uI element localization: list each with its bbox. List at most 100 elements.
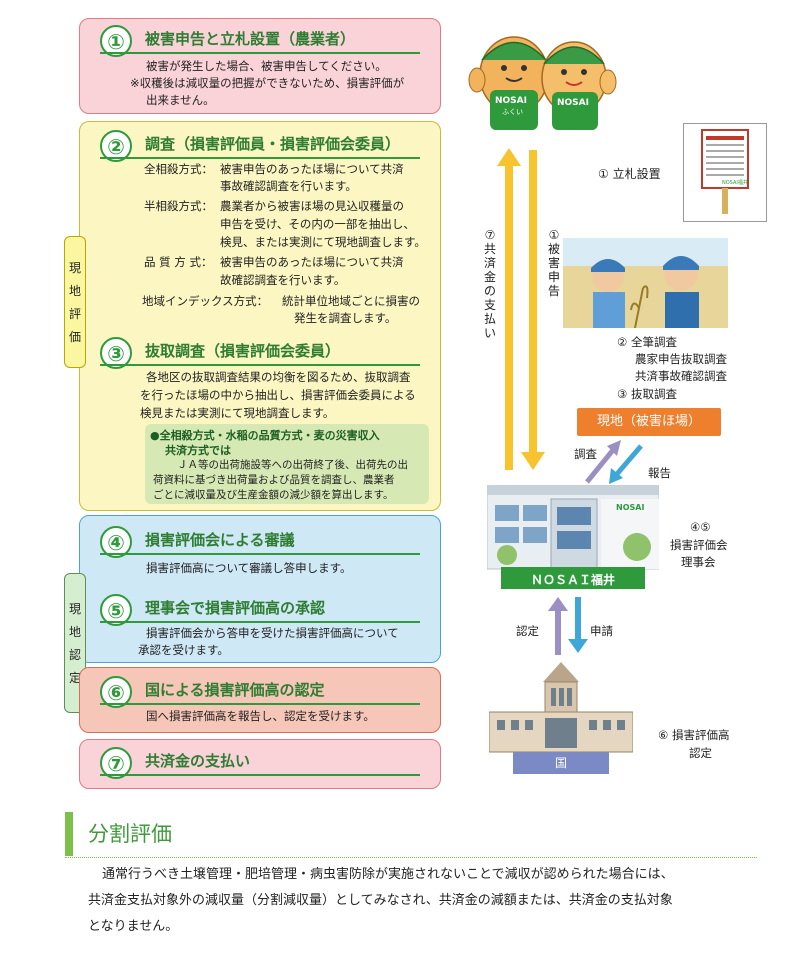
bottom-heading-bar bbox=[65, 812, 73, 856]
farmers-illustration bbox=[563, 238, 728, 328]
nosai-building bbox=[487, 485, 659, 589]
step2-method2-label: 半相殺方式： bbox=[144, 199, 213, 213]
sign-label: ① 立札設置 bbox=[598, 167, 661, 181]
survey-label-4: ③ 抜取調査 bbox=[617, 387, 677, 401]
sign-icon bbox=[701, 129, 749, 214]
gov-caption-2: 認定 bbox=[689, 746, 712, 760]
step3-note-title1: ●全相殺方式・水稲の品質方式・麦の災害収入 bbox=[150, 429, 380, 442]
step5-number: ⑤ bbox=[100, 594, 132, 626]
survey-label-2: 農家申告抜取調査 bbox=[635, 352, 727, 366]
step2-method3-line2: 故確認調査を行います。 bbox=[220, 273, 346, 287]
arrow-nintei-up-icon bbox=[548, 597, 568, 655]
step6-line1: 国へ損害評価高を報告し、認定を受けます。 bbox=[146, 709, 375, 723]
chousa-label: 調査 bbox=[574, 447, 597, 461]
step3-title: 抜取調査（損害評価会委員） bbox=[145, 342, 341, 360]
step45-box bbox=[79, 515, 441, 663]
bottom-para-line3: となりません。 bbox=[88, 919, 179, 934]
step3-line2: を行ったほ場の中から抽出し、損害評価会委員による bbox=[140, 388, 416, 402]
step4-underline bbox=[100, 553, 420, 555]
arrow-up-label: ⑦共済金の支払い bbox=[483, 228, 496, 340]
field-box: 現地（被害ほ場） bbox=[577, 408, 721, 436]
mascot-illustration bbox=[468, 36, 617, 130]
step4-line1: 損害評価高について審議し答申します。 bbox=[146, 561, 352, 575]
step7-underline bbox=[100, 774, 420, 776]
arrow-down-icon bbox=[521, 150, 545, 470]
step2-method3-line1: 被害申告のあったほ場について共済 bbox=[220, 255, 404, 269]
step2-underline bbox=[100, 157, 420, 159]
step3-note-title2: 共済方式では bbox=[165, 444, 231, 457]
mascot-right-brand: NOSAI bbox=[557, 98, 589, 108]
council-label-2: 損害評価会 bbox=[670, 538, 728, 552]
step3-line1: 各地区の抜取調査結果の均衡を図るため、抜取調査 bbox=[146, 370, 411, 384]
arrow-diag-down-icon bbox=[609, 444, 643, 484]
step1-number: ① bbox=[100, 25, 132, 57]
step1-box bbox=[79, 18, 441, 114]
step3-underline bbox=[100, 364, 420, 366]
step2-method1-line2: 事故確認調査を行います。 bbox=[220, 179, 357, 193]
building-name: ＮＯＳＡＩ福井 bbox=[530, 573, 615, 587]
step2-method1-label: 全相殺方式： bbox=[144, 162, 213, 176]
diag-arrows bbox=[585, 440, 643, 484]
step2-method4-label: 地域インデックス方式： bbox=[142, 294, 269, 308]
arrow-down-label: ①被害申告 bbox=[547, 228, 560, 298]
step2-method4-line2: 発生を調査します。 bbox=[294, 311, 397, 325]
step2-method2-line2: 申告を受け、その内の一部を抽出し、 bbox=[220, 217, 415, 231]
step3-line3: 検見または実測にて現地調査します。 bbox=[140, 406, 335, 420]
arrow-shinsei-down-icon bbox=[568, 597, 588, 653]
step5-line2: 承認を受けます。 bbox=[138, 643, 229, 657]
step6-underline bbox=[100, 703, 420, 705]
mascot-right-icon bbox=[541, 41, 617, 130]
step5-underline bbox=[100, 621, 420, 623]
step7-number: ⑦ bbox=[100, 747, 132, 779]
tree-icon bbox=[497, 533, 651, 565]
step1-underline bbox=[100, 52, 420, 54]
step2-number: ② bbox=[100, 130, 132, 162]
houkoku-label: 報告 bbox=[648, 466, 671, 480]
council-label-3: 理事会 bbox=[681, 555, 716, 569]
survey-label-3: 共済事故確認調査 bbox=[635, 369, 727, 383]
step7-box bbox=[79, 739, 441, 789]
survey-label-1: ② 全筆調査 bbox=[617, 335, 677, 349]
step3-note-box bbox=[145, 424, 429, 504]
building-brand: NOSAI bbox=[616, 503, 645, 512]
arrow-up-icon bbox=[497, 148, 521, 470]
step6-title: 国による損害評価高の認定 bbox=[145, 681, 325, 699]
step3-note-line2: 荷資料に基づき出荷量および品質を調査し、農業者 bbox=[153, 474, 395, 486]
farmer-left-icon bbox=[591, 259, 625, 328]
step2-method4-line1: 統計単位地域ごとに損害の bbox=[282, 294, 420, 308]
bottom-heading: 分割評価 bbox=[88, 822, 172, 846]
step4-title: 損害評価会による審議 bbox=[145, 531, 295, 549]
side-label-genchi-hyoka: 現地 評価 bbox=[64, 236, 86, 368]
step1-line3: 出来ません。 bbox=[146, 93, 215, 107]
step1-title: 被害申告と立札設置（農業者） bbox=[145, 30, 356, 48]
step3-note-line3: ごとに減収量及び生産金額の減少額を算出します。 bbox=[153, 489, 394, 501]
government-building bbox=[489, 662, 633, 764]
sign-brand: NOSAI福井 bbox=[722, 180, 748, 186]
nintei-label: 認定 bbox=[516, 624, 539, 638]
step1-line1: 被害が発生した場合、被害申告してください。 bbox=[146, 59, 387, 73]
rice-plant-icon bbox=[630, 285, 649, 328]
bottom-para-line1: 通常行うべき土壌管理・肥培管理・病虫害防除が実施されないことで減収が認められた場… bbox=[102, 867, 674, 882]
council-label-1: ④⑤ bbox=[690, 520, 711, 534]
step5-line1: 損害評価会から答申を受けた損害評価高について bbox=[146, 626, 399, 640]
main-arrows bbox=[497, 148, 545, 470]
step2-method3-label: 品 質 方 式： bbox=[144, 255, 213, 269]
approve-apply-arrows bbox=[548, 597, 588, 655]
step6-box bbox=[79, 667, 441, 733]
step5-title: 理事会で損害評価高の承認 bbox=[145, 599, 326, 617]
step2-method2-line1: 農業者から被害ほ場の見込収穫量の bbox=[220, 199, 404, 213]
bottom-heading-rule bbox=[65, 857, 757, 858]
step7-title: 共済金の支払い bbox=[145, 752, 251, 770]
step2-title: 調査（損害評価員・損害評価会委員） bbox=[145, 135, 401, 153]
shinsei-label: 申請 bbox=[590, 624, 613, 638]
arrow-diag-up-icon bbox=[585, 440, 621, 484]
step2-method2-line3: 検見、または実測にて現地調査します。 bbox=[220, 235, 426, 249]
step4-number: ④ bbox=[100, 526, 132, 558]
mascot-left-icon bbox=[468, 36, 549, 130]
step1-line2: ※収穫後は減収量の把握ができないため、損害評価が bbox=[130, 76, 405, 90]
mascot-left-sub: ふくい bbox=[502, 108, 523, 116]
step3-note-line1: ＪＡ等の出荷施設等への出荷終了後、出荷先の出 bbox=[177, 459, 408, 471]
mascot-left-brand: NOSAI bbox=[495, 96, 527, 106]
farmer-right-icon bbox=[663, 256, 699, 328]
step6-number: ⑥ bbox=[100, 676, 132, 708]
